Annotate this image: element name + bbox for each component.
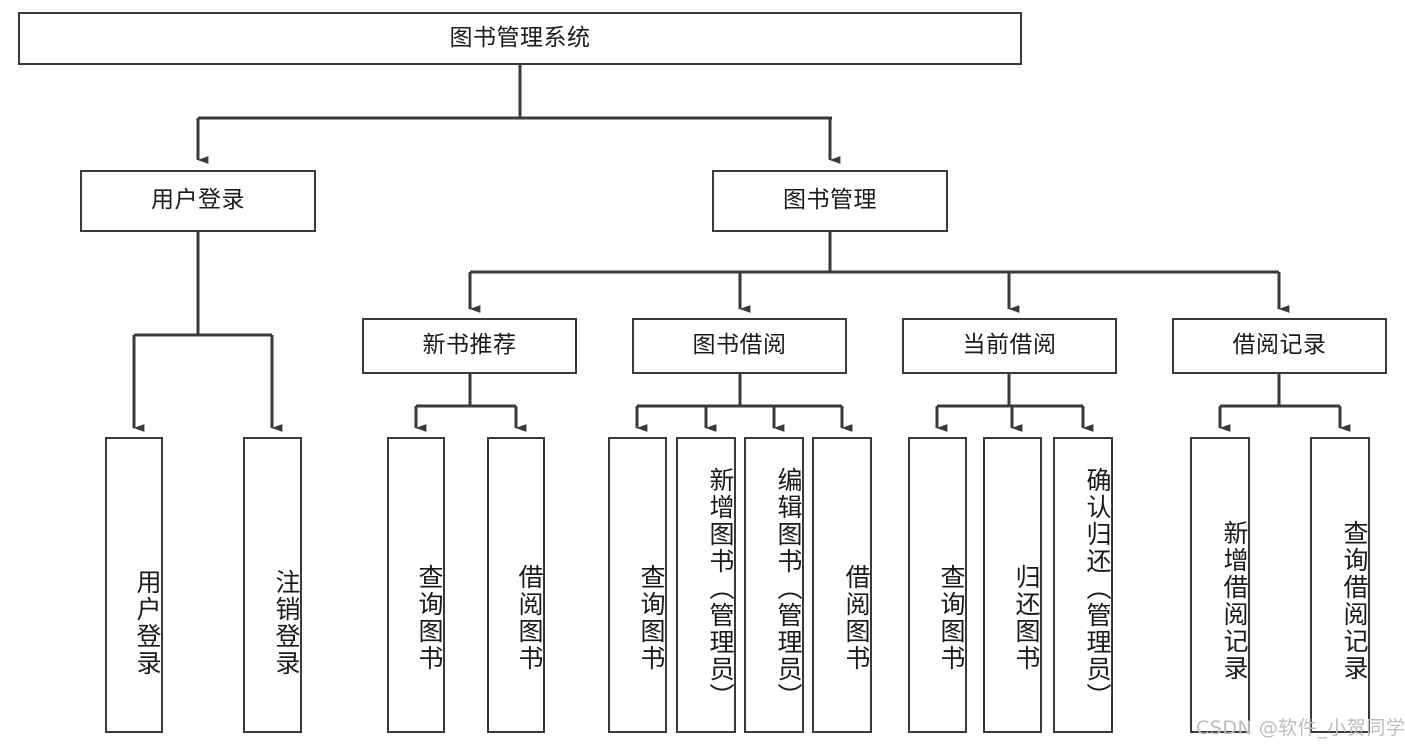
node-label: 图书管理 — [783, 187, 877, 214]
node-label: 新增借阅记录 — [1220, 520, 1249, 682]
node-borrowing-records[interactable]: 借阅记录 — [1172, 318, 1387, 374]
node-label: 查询图书 — [637, 564, 666, 672]
node-label: 查询图书 — [415, 564, 444, 672]
node-label: 新书推荐 — [422, 332, 517, 359]
node-label: 查询借阅记录 — [1340, 520, 1369, 682]
leaf-newbook-query-books[interactable]: 查询图书 — [387, 437, 445, 733]
node-label: 用户登录 — [151, 187, 245, 214]
node-label: 借阅图书 — [515, 564, 544, 672]
node-root-book-management-system[interactable]: 图书管理系统 — [18, 12, 1022, 65]
node-new-book-recommendation[interactable]: 新书推荐 — [362, 318, 577, 374]
node-label: 注销登录 — [272, 569, 301, 677]
leaf-user-logout[interactable]: 注销登录 — [243, 437, 302, 733]
node-book-management[interactable]: 图书管理 — [712, 170, 948, 232]
leaf-user-login[interactable]: 用户登录 — [105, 437, 163, 733]
node-label: 用户登录 — [133, 569, 162, 677]
leaf-borrow-borrow-books[interactable]: 借阅图书 — [812, 437, 872, 733]
watermark-csdn: CSDN @软件_小贺同学 — [1196, 717, 1405, 739]
leaf-records-add-record[interactable]: 新增借阅记录 — [1190, 437, 1250, 733]
node-current-borrowing[interactable]: 当前借阅 — [902, 318, 1117, 374]
node-label: 借阅图书 — [842, 564, 871, 672]
leaf-borrow-add-book-admin[interactable]: 新增图书（管理员） — [676, 437, 736, 733]
node-label: 编辑图书（管理员） — [774, 466, 803, 710]
leaf-current-confirm-return-admin[interactable]: 确认归还（管理员） — [1053, 437, 1113, 733]
node-label: 新增图书（管理员） — [706, 466, 735, 710]
leaf-records-query-record[interactable]: 查询借阅记录 — [1310, 437, 1370, 733]
leaf-newbook-borrow-books[interactable]: 借阅图书 — [487, 437, 545, 733]
node-label: 借阅记录 — [1232, 332, 1327, 359]
node-label: 归还图书 — [1012, 564, 1041, 672]
node-label: 图书管理系统 — [449, 24, 591, 51]
leaf-borrow-query-books[interactable]: 查询图书 — [608, 437, 667, 733]
leaf-current-return-books[interactable]: 归还图书 — [983, 437, 1042, 733]
leaf-current-query-books[interactable]: 查询图书 — [908, 437, 967, 733]
node-book-borrowing[interactable]: 图书借阅 — [632, 318, 847, 374]
node-label: 图书借阅 — [692, 332, 787, 359]
node-user-login[interactable]: 用户登录 — [80, 170, 316, 232]
node-label: 确认归还（管理员） — [1083, 466, 1112, 710]
node-label: 当前借阅 — [962, 332, 1057, 359]
leaf-borrow-edit-book-admin[interactable]: 编辑图书（管理员） — [744, 437, 804, 733]
node-label: 查询图书 — [937, 564, 966, 672]
